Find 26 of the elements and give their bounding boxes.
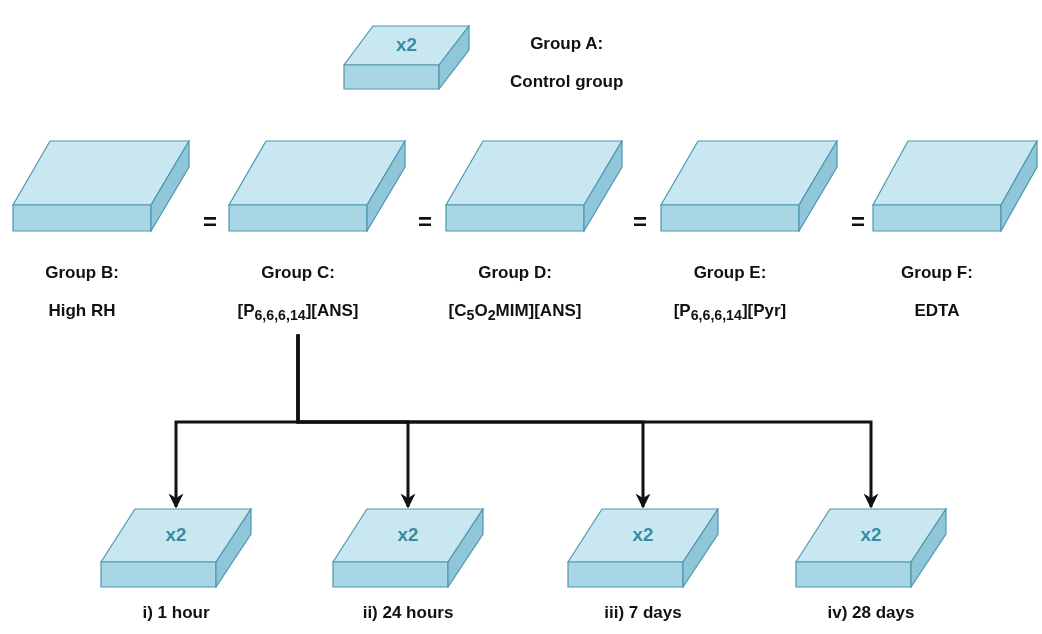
group-label: [P$_{6,6,6,14}$][Pyr] [673,300,787,326]
quantity-label: x2 [860,524,882,546]
group-label: [C$_{5}$O$_{2}$MIM][ANS] [448,300,582,326]
group-label: High RH [48,300,116,322]
group-label: i) 1 hour [142,602,210,624]
equals-sign: = [851,208,865,236]
group-label: Control group [510,71,624,93]
equals-sign: = [633,208,647,236]
group-label: iv) 28 days [827,602,915,624]
group-label: [P$_{6,6,6,14}$][ANS] [237,300,359,326]
quantity-label: x2 [632,524,654,546]
group-heading: Group E: [693,262,767,284]
equals-sign: = [203,208,217,236]
group-heading: Group A: [530,33,604,55]
quantity-label: x2 [165,524,187,546]
group-label: ii) 24 hours [362,602,454,624]
group-heading: Group B: [45,262,119,284]
arrow [296,334,879,509]
group-label: EDTA [914,300,960,322]
group-label: iii) 7 days [604,602,682,624]
group-heading: Group D: [478,262,552,284]
quantity-label: x2 [395,34,418,56]
quantity-label: x2 [397,524,419,546]
group-heading: Group F: [901,262,973,284]
group-heading: Group C: [261,262,335,284]
equals-sign: = [418,208,432,236]
